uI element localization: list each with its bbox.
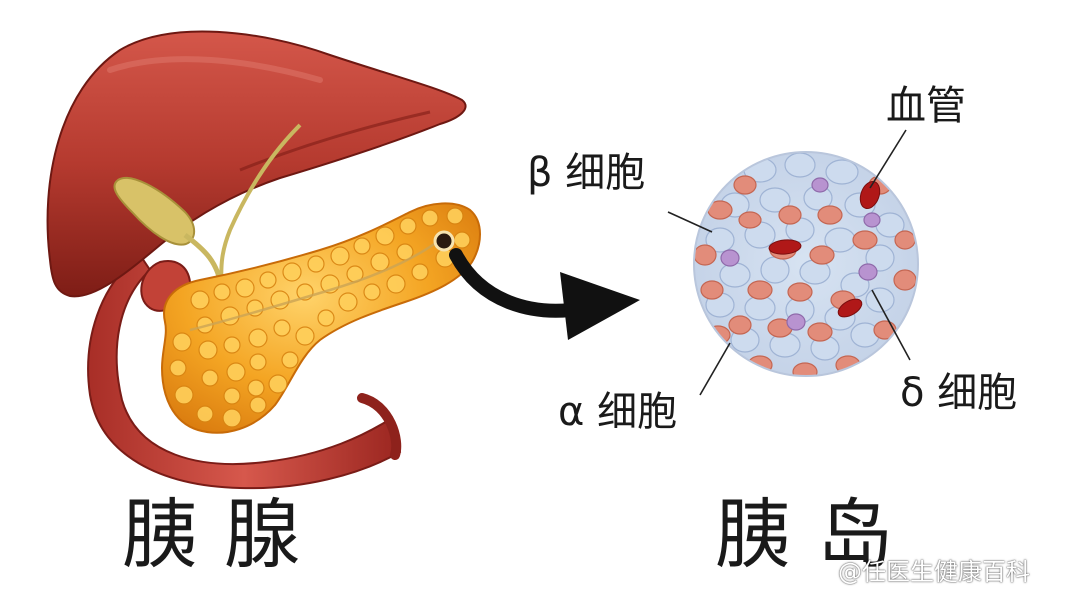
leader-vessel [869, 129, 907, 189]
leader-beta [667, 211, 713, 233]
watermark-text: @任医生健康百科 [838, 558, 1030, 586]
pancreas-lobules [169, 207, 471, 428]
blood-vessels [768, 180, 881, 318]
alpha-cell-label: α 细胞 [558, 389, 678, 435]
watermark: @任医生健康百科 [806, 552, 1030, 587]
leader-lines [667, 129, 911, 396]
delta-cell-label: δ 细胞 [900, 370, 1018, 416]
islet-cross-section [693, 151, 919, 377]
delta-cells [720, 177, 881, 331]
blood-vessel-label: 血管 [886, 83, 966, 129]
anatomy-illustration [46, 30, 481, 490]
leader-alpha [699, 342, 731, 396]
leader-delta [871, 289, 911, 361]
beta-cells [705, 152, 905, 361]
islet-marker [433, 230, 455, 252]
zoom-arrow [449, 248, 640, 340]
pancreas-title: 胰腺 [122, 490, 326, 579]
gallbladder [113, 176, 196, 246]
beta-cell-label: β 细胞 [527, 150, 646, 196]
paw-icon [807, 558, 831, 580]
islet-title: 胰岛 [715, 490, 919, 579]
